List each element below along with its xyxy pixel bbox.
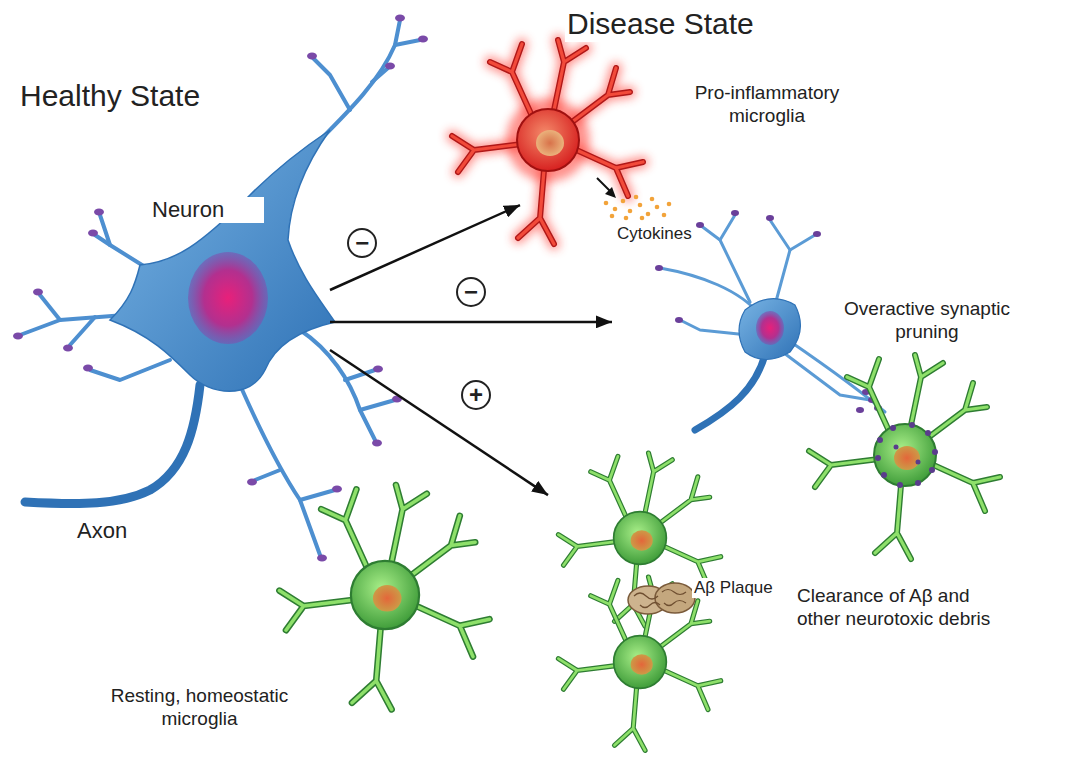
inflammatory-microglia	[452, 40, 643, 244]
sign-symbol: −	[347, 228, 377, 258]
pruning-cell: Overactive synaptic pruning	[612, 240, 1067, 560]
node-label: Clearance of Aβ and other neurotoxic deb…	[795, 585, 1004, 631]
node-label: Neuron	[150, 197, 264, 223]
node-label: Pro-inflammatory microglia	[670, 82, 864, 128]
state-heading: Disease State	[565, 6, 756, 42]
part-label: Cytokines	[615, 224, 694, 244]
resting-cell: Resting, homeostatic microglia	[80, 470, 480, 750]
arrow-connector	[330, 205, 520, 290]
arrow-connector	[330, 321, 612, 324]
node-label: Resting, homeostatic microglia	[85, 685, 314, 731]
pruning-microglia	[809, 355, 1000, 559]
clearance-group: Clearance of Aβ and other neurotoxic deb…	[548, 470, 1048, 740]
healthy-neuron	[13, 15, 428, 562]
clearance-microglia	[558, 577, 720, 750]
resting-microglia	[279, 485, 489, 709]
engulfed-synapses	[875, 422, 938, 488]
cytokine-dots	[597, 178, 671, 220]
sign-symbol: −	[456, 277, 486, 307]
neuron-cell: Neuron	[60, 150, 330, 430]
sign-symbol: +	[461, 380, 491, 410]
arrow-connector	[330, 350, 548, 495]
inflammatory-cell: Pro-inflammatory microglia	[520, 40, 870, 215]
part-label: Axon	[75, 518, 129, 544]
part-label: Aβ Plaque	[692, 578, 775, 598]
amyloid-plaque	[628, 583, 695, 614]
node-label: Overactive synaptic pruning	[825, 298, 1029, 344]
state-heading: Healthy State	[18, 78, 202, 114]
